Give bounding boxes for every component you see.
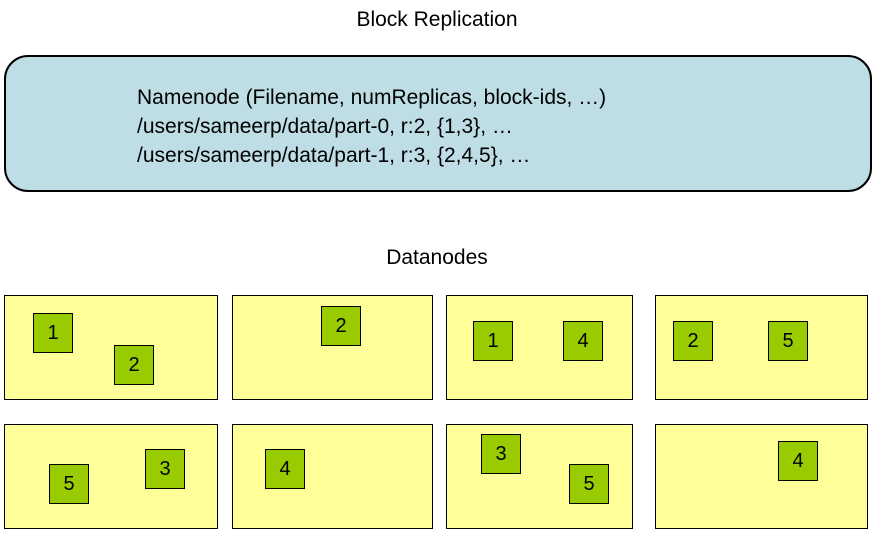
datanode-box: 2 xyxy=(232,295,433,400)
namenode-text: Namenode (Filename, numReplicas, block-i… xyxy=(137,83,606,170)
block-2: 2 xyxy=(114,345,154,385)
namenode-file-entry-part0: /users/sameerp/data/part-0, r:2, {1,3}, … xyxy=(137,115,513,138)
datanode-box: 4 xyxy=(655,424,868,529)
datanode-box: 4 xyxy=(232,424,433,529)
block-3: 3 xyxy=(145,449,185,489)
block-2: 2 xyxy=(673,321,713,361)
block-1: 1 xyxy=(33,313,73,353)
page-title: Block Replication xyxy=(356,8,518,31)
namenode-box: Namenode (Filename, numReplicas, block-i… xyxy=(4,55,872,192)
block-4: 4 xyxy=(778,441,818,481)
namenode-header-line: Namenode (Filename, numReplicas, block-i… xyxy=(137,86,607,109)
datanodes-label: Datanodes xyxy=(386,246,488,269)
block-5: 5 xyxy=(49,464,89,504)
block-5: 5 xyxy=(569,464,609,504)
block-2: 2 xyxy=(321,306,361,346)
namenode-file-entry-part1: /users/sameerp/data/part-1, r:3, {2,4,5}… xyxy=(137,144,531,167)
block-3: 3 xyxy=(481,434,521,474)
block-5: 5 xyxy=(768,321,808,361)
block-1: 1 xyxy=(473,321,513,361)
block-4: 4 xyxy=(265,449,305,489)
block-4: 4 xyxy=(563,321,603,361)
